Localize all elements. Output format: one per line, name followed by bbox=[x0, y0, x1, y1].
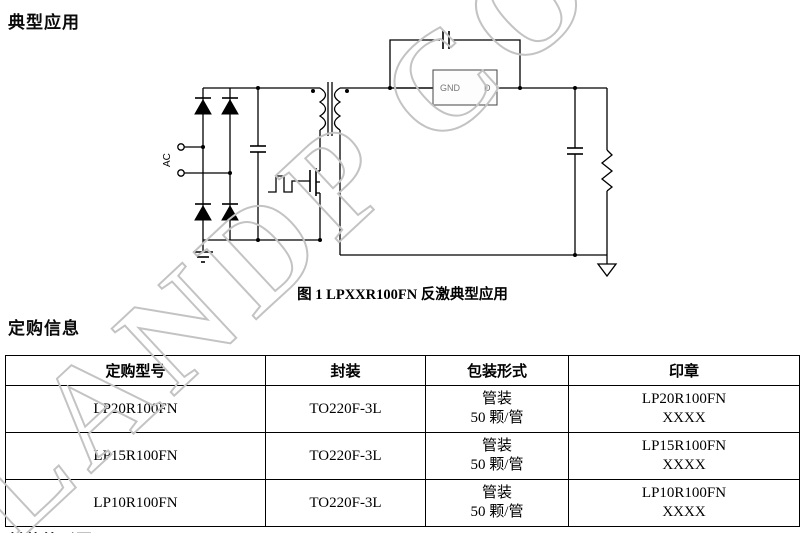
regulator-ic-block: GND D bbox=[390, 69, 575, 106]
table-row: LP15R100FN TO220F-3L 管装 50 颗/管 LP15R100F… bbox=[5, 432, 800, 480]
table-row: LP20R100FN TO220F-3L 管装 50 颗/管 LP20R100F… bbox=[5, 385, 800, 433]
table-header-row: 定购型号 封装 包装形式 印章 bbox=[5, 355, 800, 386]
secondary-ground-icon bbox=[596, 255, 618, 278]
marking-line1: LP20R100FN bbox=[641, 390, 727, 407]
packing-line1: 管装 bbox=[481, 437, 512, 454]
cell-marking: LP15R100FN XXXX bbox=[568, 432, 800, 480]
bulk-capacitor-icon bbox=[250, 86, 266, 242]
next-section-heading-clipped: 封装外形图 bbox=[8, 527, 208, 533]
packing-line1: 管装 bbox=[481, 390, 512, 407]
cell-marking: LP10R100FN XXXX bbox=[568, 479, 800, 527]
ic-pin-gnd-label: GND bbox=[440, 83, 461, 93]
packing-line2: 50 颗/管 bbox=[470, 504, 524, 520]
circuit-diagram: AC bbox=[150, 18, 650, 288]
snubber-capacitor-icon bbox=[388, 31, 522, 90]
column-header-packing: 包装形式 bbox=[425, 355, 569, 386]
column-header-package: 封装 bbox=[265, 355, 426, 386]
primary-ground-icon bbox=[193, 240, 213, 263]
output-capacitor-icon bbox=[567, 86, 583, 257]
cell-part-number: LP10R100FN bbox=[5, 479, 266, 527]
ic-pin-d-label: D bbox=[484, 83, 491, 93]
figure-caption: 图 1 LPXXR100FN 反激典型应用 bbox=[297, 287, 508, 303]
cell-package: TO220F-3L bbox=[265, 385, 426, 433]
cell-packing: 管装 50 颗/管 bbox=[425, 479, 569, 527]
ac-label: AC bbox=[162, 153, 173, 167]
section-title-typical-application: 典型应用 bbox=[8, 13, 80, 32]
load-resistor-icon bbox=[575, 87, 614, 255]
cell-part-number: LP15R100FN bbox=[5, 432, 266, 480]
mosfet-icon bbox=[268, 130, 322, 242]
gate-drive-icon bbox=[268, 175, 310, 193]
marking-line2: XXXX bbox=[662, 504, 706, 520]
packing-line2: 50 颗/管 bbox=[470, 410, 524, 426]
marking-line1: LP15R100FN bbox=[641, 437, 727, 454]
bridge-rectifier-icon bbox=[194, 88, 239, 240]
marking-line2: XXXX bbox=[662, 410, 706, 426]
section-title-ordering-info: 定购信息 bbox=[8, 319, 80, 338]
cell-packing: 管装 50 颗/管 bbox=[425, 385, 569, 433]
transformer-icon bbox=[311, 82, 349, 136]
cell-package: TO220F-3L bbox=[265, 432, 426, 480]
flyback-schematic: AC bbox=[162, 31, 618, 278]
column-header-part: 定购型号 bbox=[5, 355, 266, 386]
cell-packing: 管装 50 颗/管 bbox=[425, 432, 569, 480]
ac-source: AC bbox=[162, 143, 230, 177]
cell-marking: LP20R100FN XXXX bbox=[568, 385, 800, 433]
packing-line1: 管装 bbox=[481, 484, 512, 501]
packing-line2: 50 颗/管 bbox=[470, 457, 524, 473]
column-header-marking: 印章 bbox=[568, 355, 800, 386]
cell-part-number: LP20R100FN bbox=[5, 385, 266, 433]
cell-package: TO220F-3L bbox=[265, 479, 426, 527]
table-row: LP10R100FN TO220F-3L 管装 50 颗/管 LP10R100F… bbox=[5, 479, 800, 527]
ordering-info-table: 定购型号 封装 包装形式 印章 LP20R100FN TO220F-3L 管装 … bbox=[5, 355, 800, 527]
marking-line1: LP10R100FN bbox=[641, 484, 727, 501]
marking-line2: XXXX bbox=[662, 457, 706, 473]
